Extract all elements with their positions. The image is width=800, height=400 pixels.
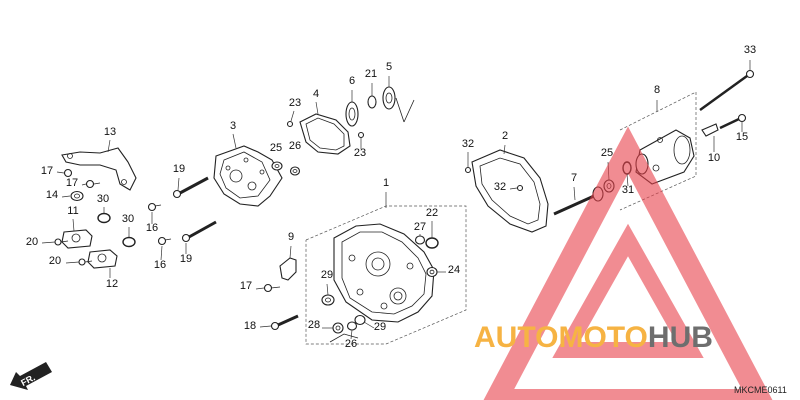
dowel-23-a	[286, 110, 295, 128]
callout-c29b: 29	[374, 321, 386, 333]
callout-c12: 12	[106, 278, 118, 290]
callout-c16b: 16	[154, 259, 166, 271]
dowel-32-b	[509, 184, 524, 192]
cover-3	[213, 133, 283, 207]
leader-28-29	[329, 333, 359, 343]
callout-c29a: 29	[321, 269, 333, 281]
nut-14	[61, 190, 84, 202]
callout-c14: 14	[46, 189, 58, 201]
bolt-15	[719, 113, 747, 132]
diagram-code: MKCME0611	[734, 385, 787, 395]
oring-22	[425, 221, 439, 249]
seal-24	[426, 266, 446, 278]
callout-c10: 10	[708, 152, 720, 164]
clip-10	[701, 123, 719, 152]
seal-27	[414, 234, 426, 245]
bolt-20-a	[41, 238, 69, 246]
callout-c1: 1	[383, 177, 389, 189]
callout-c26b: 26	[345, 338, 357, 350]
watermark-logo: AUTOMOTOHUB	[474, 126, 773, 400]
dowel-23-b	[357, 131, 365, 149]
front-direction-arrow: FR.	[10, 362, 52, 390]
callout-c17c: 17	[240, 280, 252, 292]
callout-c25a: 25	[270, 142, 282, 154]
callout-c8: 8	[654, 84, 660, 96]
callout-c24: 24	[448, 264, 460, 276]
watermark-brand-secondary: HUB	[648, 321, 713, 354]
callout-c9: 9	[288, 231, 294, 243]
bolt-18	[259, 314, 299, 331]
bolt-19-b	[181, 220, 217, 254]
callout-c4: 4	[313, 88, 319, 100]
washer-21	[367, 83, 377, 109]
callout-c28: 28	[308, 319, 320, 331]
gasket-4	[299, 101, 351, 155]
cover-1	[333, 223, 435, 323]
bolt-20-b	[65, 258, 93, 266]
callout-c22: 22	[426, 207, 438, 219]
callout-c2: 2	[502, 130, 508, 142]
callout-c19a: 19	[173, 163, 185, 175]
callout-c23a: 23	[289, 97, 301, 109]
callout-c32a: 32	[462, 138, 474, 150]
callout-c15: 15	[736, 131, 748, 143]
oring-30-b	[122, 227, 136, 248]
callout-c30b: 30	[122, 213, 134, 225]
callout-c30a: 30	[97, 193, 109, 205]
oring-30-a	[97, 207, 111, 224]
callout-c21: 21	[365, 68, 377, 80]
seal-26-top	[289, 166, 301, 176]
bolt-16-a	[147, 202, 162, 224]
bracket-9	[279, 245, 297, 281]
callout-c19b: 19	[180, 253, 192, 265]
bracket-13	[61, 139, 137, 191]
callout-c23b: 23	[354, 147, 366, 159]
bearing-28	[322, 322, 344, 334]
callout-c17a: 17	[41, 165, 53, 177]
callout-c17b: 17	[66, 177, 78, 189]
bolt-19-a	[172, 176, 209, 199]
bolt-17-b	[81, 179, 101, 189]
callout-c25b: 25	[601, 147, 613, 159]
gear-6	[345, 90, 359, 127]
watermark-brand-primary: AUTOMOTO	[474, 321, 648, 354]
sensor-12	[87, 249, 118, 278]
callout-c6: 6	[349, 75, 355, 87]
bolt-33	[699, 60, 755, 112]
case-frame-1	[305, 192, 467, 345]
callout-c31: 31	[622, 184, 634, 196]
callout-c18: 18	[244, 320, 256, 332]
callout-c16a: 16	[146, 222, 158, 234]
gasket-2	[471, 144, 549, 233]
callout-c3: 3	[230, 120, 236, 132]
dowel-32-a	[464, 152, 472, 174]
callout-c20a: 20	[26, 236, 38, 248]
sensor-11	[61, 218, 93, 249]
bearing-29-a	[321, 283, 335, 306]
bearing-29-b	[354, 314, 375, 329]
callout-c20b: 20	[49, 255, 61, 267]
nut-25-left	[271, 161, 283, 171]
callout-c33: 33	[744, 44, 756, 56]
callout-c13: 13	[104, 126, 116, 138]
svg-text:AUTOMOTOHUB: AUTOMOTOHUB	[474, 321, 713, 354]
callout-c5: 5	[386, 61, 392, 73]
callout-c27: 27	[414, 221, 426, 233]
callout-c11: 11	[67, 205, 78, 217]
gear-5	[382, 76, 415, 123]
callout-c26a: 26	[289, 140, 301, 152]
bolt-17-a	[56, 168, 73, 178]
callout-numbers: 1235621423237891011121314151616171717181…	[26, 44, 756, 350]
bolt-16-b	[157, 236, 172, 261]
callout-c32b: 32	[494, 181, 506, 193]
callout-c7: 7	[571, 172, 577, 184]
seal-26-bottom	[346, 321, 358, 340]
bolt-17-c	[255, 283, 281, 293]
